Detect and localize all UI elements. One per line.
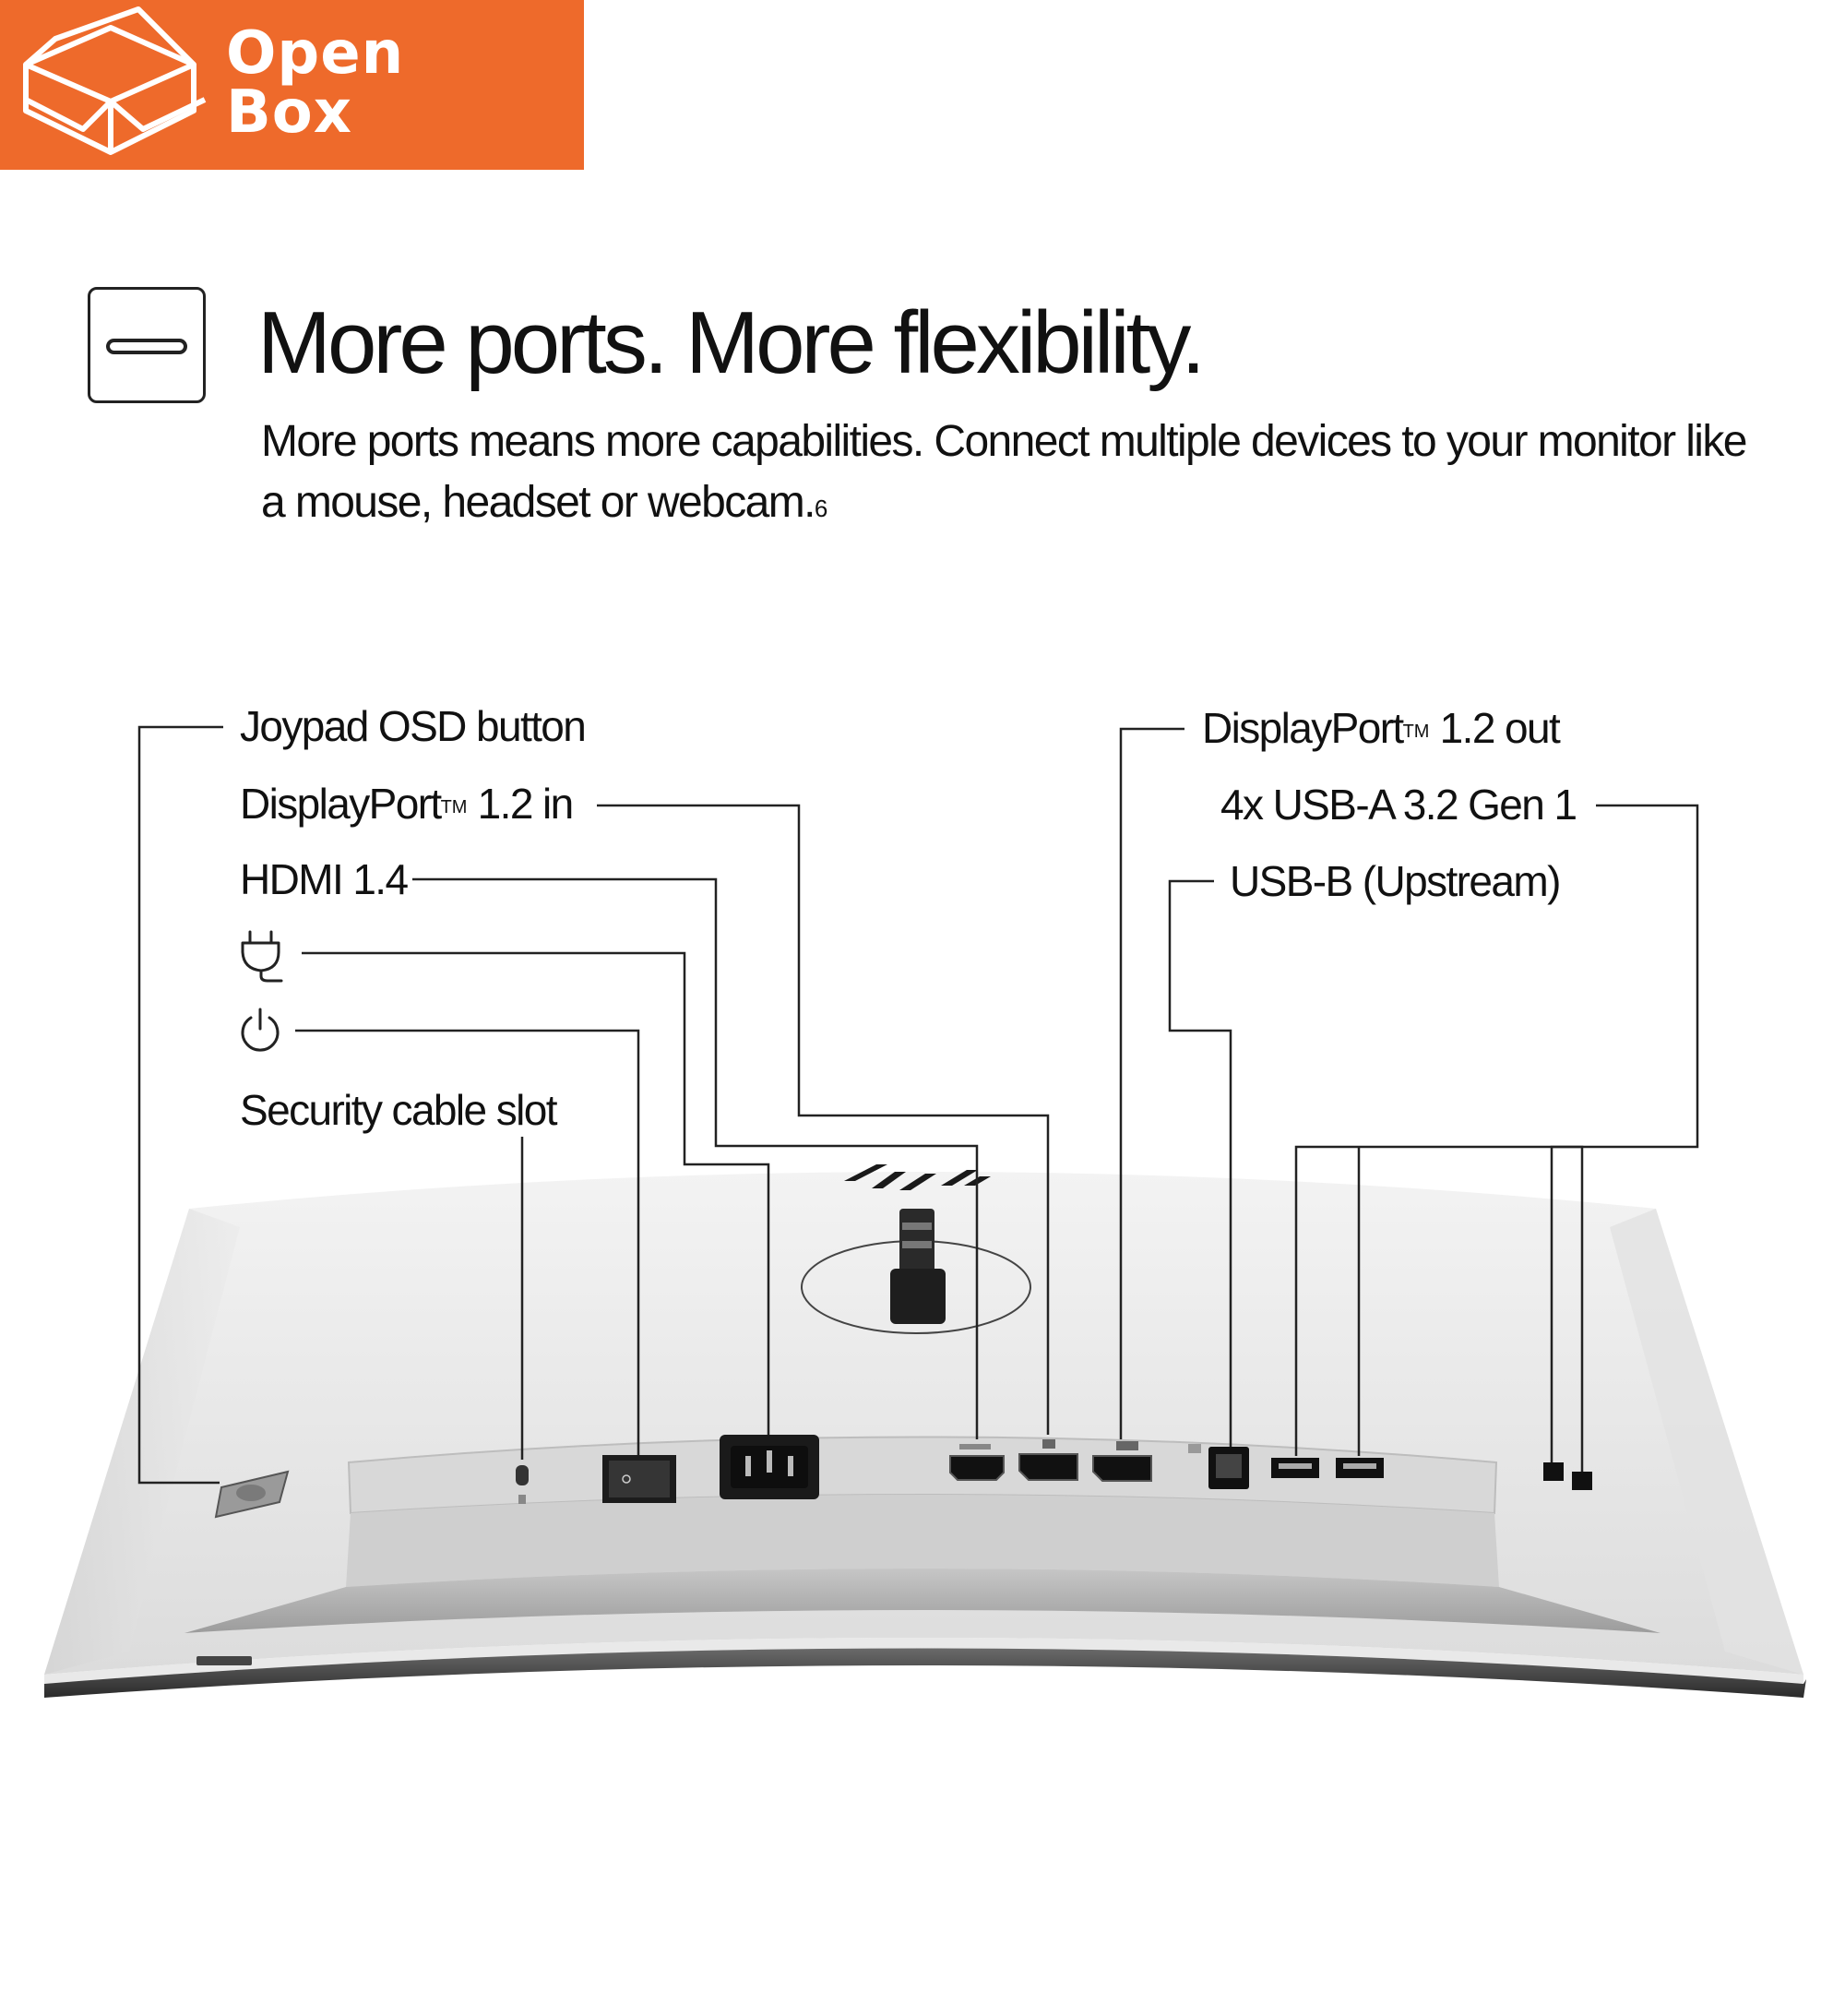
callout-dp-in-name: DisplayPort — [240, 780, 442, 828]
leader-power-switch — [295, 1029, 640, 1455]
callout-dp-out-version: 1.2 out — [1439, 704, 1561, 752]
callout-dp-out-name: DisplayPort — [1202, 704, 1404, 752]
trademark-mark: TM — [440, 797, 468, 817]
badge-text: Open Box — [226, 24, 404, 142]
open-box-icon — [23, 6, 207, 155]
hdmi-port — [949, 1444, 1005, 1481]
trademark-mark: TM — [1402, 722, 1430, 742]
page-title: More ports. More flexibility. — [257, 293, 1206, 392]
ac-power-inlet — [720, 1435, 819, 1499]
joypad-osd-button — [214, 1470, 290, 1519]
callout-joypad-osd-button: Joypad OSD button — [240, 702, 587, 750]
footnote-marker: 6 — [814, 495, 828, 522]
open-box-badge: Open Box — [0, 0, 584, 170]
callout-usb-a: 4x USB-A 3.2 Gen 1 — [1220, 781, 1577, 829]
badge-line-box: Box — [226, 78, 353, 147]
leader-joypad — [137, 725, 223, 1485]
usb-b-port — [1188, 1444, 1249, 1489]
leader-usb-b — [1168, 879, 1232, 1447]
callout-hdmi: HDMI 1.4 — [240, 855, 409, 903]
page-subtitle: More ports means more capabilities. Conn… — [261, 412, 1774, 533]
usb-a-port-4 — [1572, 1472, 1592, 1490]
monitor-body — [44, 1164, 1806, 1698]
usb-a-port-3 — [1543, 1462, 1564, 1481]
leader-power-inlet — [302, 951, 770, 1435]
displayport-in-port — [1018, 1439, 1078, 1481]
callout-displayport-out: DisplayPortTM 1.2 out — [1202, 702, 1561, 754]
callout-displayport-in: DisplayPortTM 1.2 in — [240, 778, 575, 829]
security-cable-slot — [516, 1465, 529, 1504]
badge-line-open: Open — [226, 19, 405, 88]
power-switch — [602, 1455, 676, 1503]
displayport-out-port — [1092, 1441, 1152, 1482]
leader-usb-a-branch — [1294, 1145, 1584, 1472]
usb-a-port-1 — [1271, 1458, 1319, 1478]
power-button-icon — [241, 1008, 280, 1052]
stand-column — [890, 1209, 946, 1324]
leader-displayport-in — [597, 804, 1050, 1435]
leader-usb-a — [1550, 804, 1699, 1462]
callout-usb-b: USB-B (Upstream) — [1230, 857, 1561, 905]
usb-a-port-2 — [1336, 1458, 1384, 1478]
power-plug-icon — [241, 930, 283, 983]
callout-dp-in-version: 1.2 in — [477, 780, 575, 828]
subtitle-text: More ports means more capabilities. Conn… — [261, 417, 1747, 527]
leader-displayport-out — [1119, 727, 1184, 1439]
leader-hdmi — [412, 877, 979, 1439]
callout-security-cable-slot: Security cable slot — [240, 1086, 557, 1134]
usb-c-port-icon — [88, 287, 206, 403]
